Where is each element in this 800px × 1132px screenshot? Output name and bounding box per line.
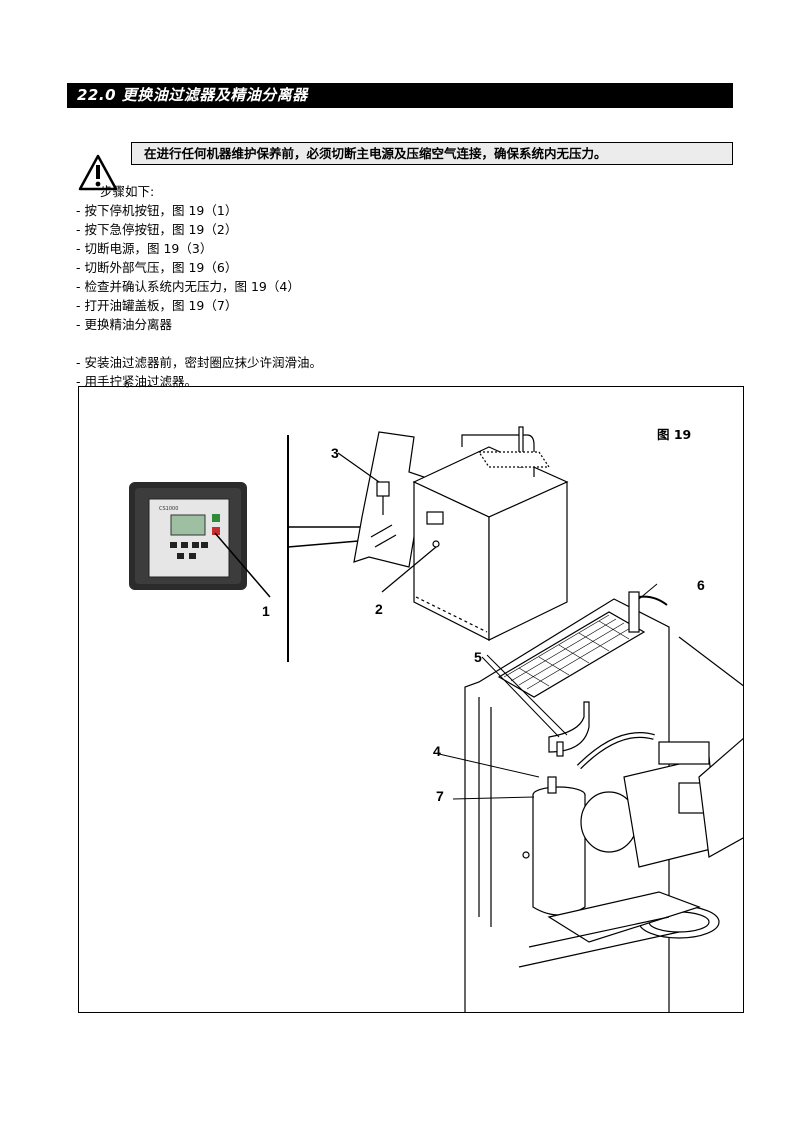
electrical-cabinet xyxy=(353,426,569,641)
step-item: - 切断电源，图 19（3） xyxy=(76,241,213,256)
callout-7: 7 xyxy=(436,788,444,804)
callout-2: 2 xyxy=(375,601,383,617)
callout-3: 3 xyxy=(331,445,339,461)
callout-1: 1 xyxy=(262,603,270,619)
svg-text:CS1000: CS1000 xyxy=(159,506,178,512)
compressor-unit xyxy=(464,591,743,1012)
steps-intro: 步骤如下: xyxy=(100,184,155,199)
step-item: - 检查并确认系统内无压力，图 19（4） xyxy=(76,279,300,294)
callout-4: 4 xyxy=(433,743,441,759)
step-item: - 切断外部气压，图 19（6） xyxy=(76,260,238,275)
figure-title: 图 19 xyxy=(657,427,692,442)
procedure-steps: 步骤如下: - 按下停机按钮，图 19（1） - 按下急停按钮，图 19（2） … xyxy=(76,182,322,391)
figure-19: CS1000 xyxy=(78,386,744,1013)
controller-panel: CS1000 xyxy=(129,482,271,598)
figure-illustration: CS1000 xyxy=(129,426,743,1012)
warning-triangle-icon xyxy=(78,154,118,191)
note-item: - 用手拧紧油过滤器。 xyxy=(76,374,197,389)
step-item: - 按下停机按钮，图 19（1） xyxy=(76,203,238,218)
section-title: 22.0 更换油过滤器及精油分离器 xyxy=(67,83,733,108)
step-item: - 打开油罐盖板，图 19（7） xyxy=(76,298,238,313)
step-item: - 更换精油分离器 xyxy=(76,317,172,332)
warning-message: 在进行任何机器维护保养前，必须切断主电源及压缩空气连接，确保系统内无压力。 xyxy=(131,142,733,165)
note-item: - 安装油过滤器前，密封圈应抹少许润滑油。 xyxy=(76,355,322,370)
callout-5: 5 xyxy=(474,649,482,665)
callout-6: 6 xyxy=(697,577,705,593)
step-item: - 按下急停按钮，图 19（2） xyxy=(76,222,238,237)
